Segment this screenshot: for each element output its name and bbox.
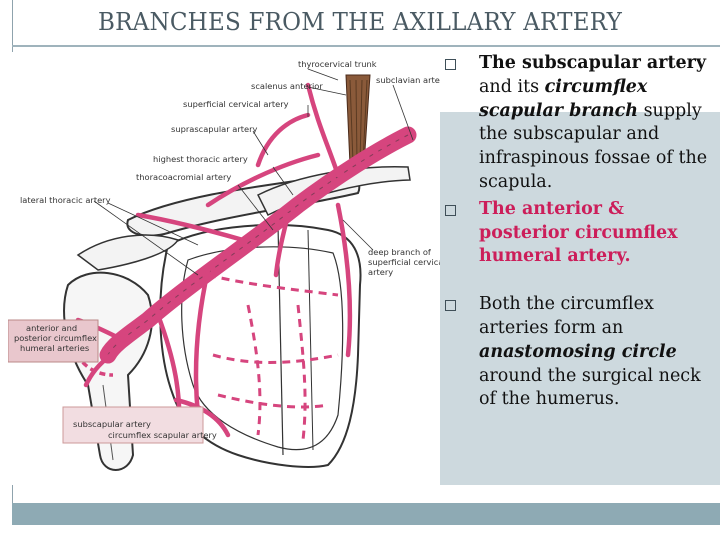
label-deep-branch-line3: artery [368,267,393,277]
bullet-1-emphasis: circumflex scapular branch [479,76,648,121]
deep-branch [335,202,353,358]
thoracoacromial [135,212,246,243]
bullet-1-bold: The subscapular artery [479,53,707,73]
label-subscapular-artery: subscapular artery [73,419,151,429]
title-divider [12,45,720,47]
bullet-square-icon [445,300,456,312]
label-thoracoacromial-artery: thoracoacromial artery [136,172,231,182]
label-deep-branch-line1: deep branch of [368,247,432,257]
highest-thoracic [273,212,291,278]
label-highest-thoracic-artery: highest thoracic artery [153,154,248,164]
label-thyrocervical-trunk: thyrocervical trunk [298,59,377,69]
suprascapular [205,152,321,208]
rib-line-2 [307,229,314,451]
bullet-subscapular: The subscapular artery and its circumfle… [443,52,715,195]
bullet-3-text-b: around the surgical neck of the humerus. [479,365,701,410]
bullet-2-text: The anterior & posterior circumflex hume… [479,198,678,267]
thyrocervical-trunk [305,82,341,178]
bullet-1-text-a: and its [479,76,545,97]
acromion [76,234,180,271]
scapular-anastomosis [207,273,339,441]
leader-lines [93,68,414,276]
bullet-3-text-a: Both the circumflex arteries form an [479,294,654,338]
circumflex-humeral-posterior [83,347,121,388]
label-lateral-thoracic-artery: lateral thoracic artery [20,195,111,205]
label-circumflex-line1: anterior and [26,323,77,333]
label-superficial-cervical-artery: superficial cervical artery [183,99,289,109]
bullet-circumflex-humeral: The anterior & posterior circumflex hume… [443,198,715,269]
label-circumflex-line2: posterior circumflex [14,333,97,343]
bullet-1-text-b: supply the subscapular and infraspinous … [479,100,708,192]
circumflex-scapular [173,397,231,438]
bullet-anastomosis: Both the circumflex arteries form an ana… [443,293,715,412]
circumflex-humeral-callout [8,319,99,363]
bullet-3-emphasis: anastomosing circle [479,341,677,362]
label-suprascapular-artery: suprascapular artery [171,124,258,134]
label-deep-branch-line2: superficial cervical [368,257,440,267]
superficial-cervical [255,112,311,168]
label-circumflex-line3: humeral arteries [20,343,89,353]
bullet-square-icon [445,204,456,216]
slide-title: BRANCHES FROM THE AXILLARY ARTERY [98,8,622,36]
lateral-thoracic [193,267,211,418]
frame-left-top [12,0,13,52]
label-subclavian-artery: subclavian artery [376,75,440,85]
text-panel-background [440,112,720,485]
scapula-inner [181,246,344,451]
label-circumflex-scapular-artery: circumflex scapular artery [108,430,217,440]
axillary-artery-diagram: thyrocervical trunk scalenus anterior su… [8,55,440,485]
label-scalenus-anterior: scalenus anterior [251,81,323,91]
subscapular-callout [62,406,204,444]
scapula-outline [159,224,362,468]
bullet-list: The subscapular artery and its circumfle… [443,52,715,412]
bullet-square-icon [445,59,456,70]
footer-bar [12,503,720,525]
